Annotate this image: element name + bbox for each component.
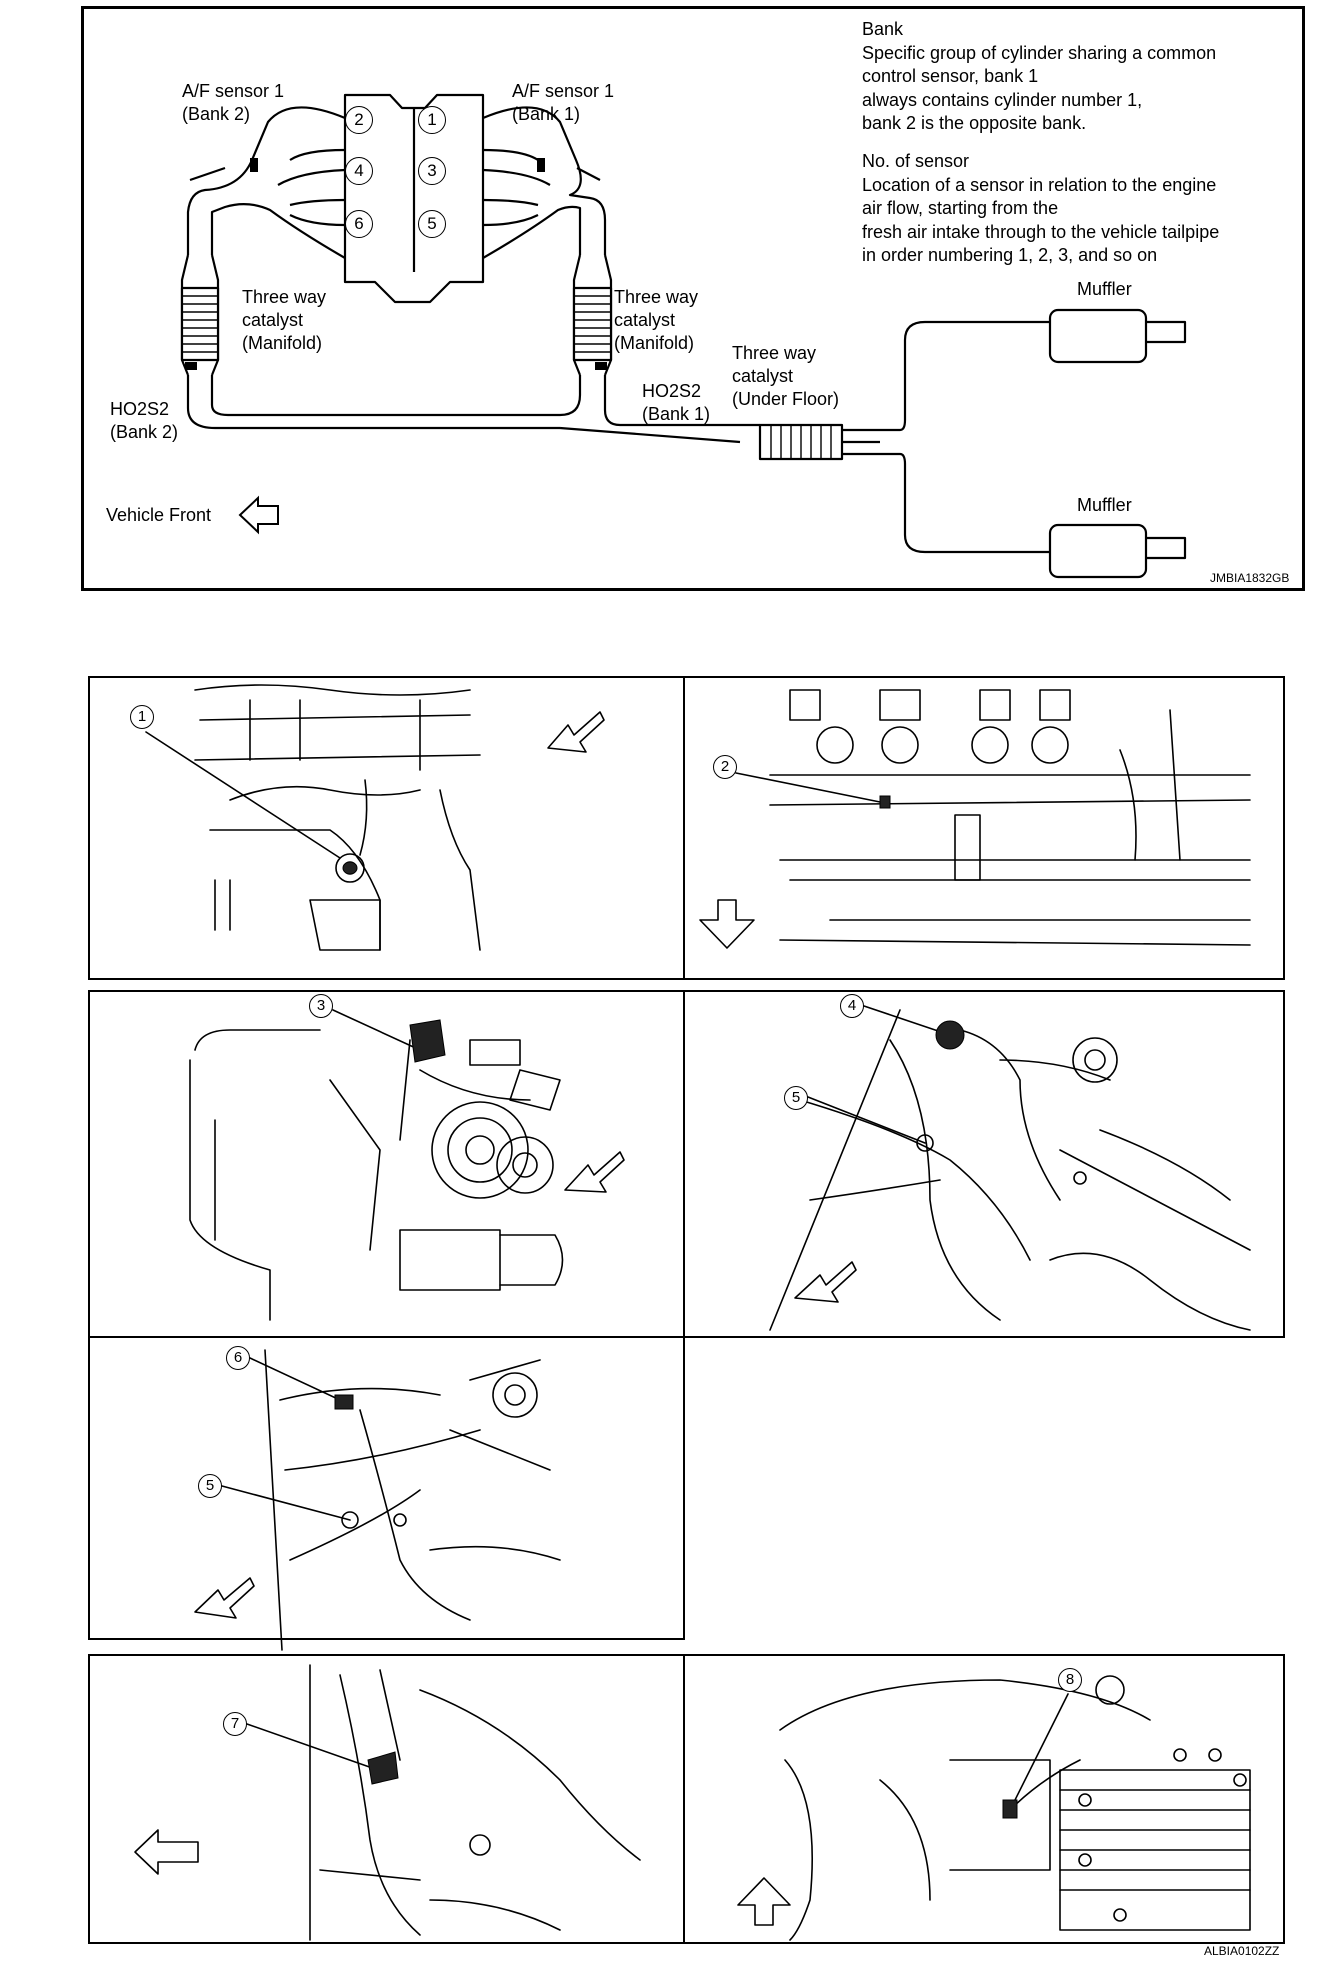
callout-8: 8: [1058, 1668, 1082, 1692]
sensor-note-title: No. of sensor: [862, 151, 970, 171]
photo-panels-code: ALBIA0102ZZ: [1204, 1944, 1280, 1958]
cylinder-number: 2: [345, 106, 373, 134]
callout-1: 1: [130, 705, 154, 729]
callout-3: 3: [309, 994, 333, 1018]
photo-panel-3: [88, 990, 685, 1338]
muffler-bottom-label: Muffler: [1077, 495, 1132, 515]
vehicle-front-label: Vehicle Front: [106, 505, 212, 525]
cylinder-number: 3: [418, 157, 446, 185]
callout-5: 5: [784, 1086, 808, 1110]
diagram-code: JMBIA1832GB: [1210, 571, 1290, 585]
twc-manifold-left-label: Three way catalyst (Manifold): [242, 287, 327, 353]
photo-panel-5: [88, 1336, 685, 1640]
callout-4: 4: [840, 994, 864, 1018]
bank-note: Bank Specific group of cylinder sharing …: [862, 19, 1217, 133]
vehicle-front-arrow-icon: [238, 495, 279, 535]
exhaust-diagram-drawing: [180, 93, 1187, 579]
ho2s2-bank1-label: HO2S2 (Bank 1): [642, 381, 711, 424]
cylinder-number: 1: [418, 106, 446, 134]
exhaust-diagram: [81, 6, 1305, 591]
muffler-top-label: Muffler: [1077, 279, 1132, 299]
photo-panel-2: [683, 676, 1285, 980]
photo-panel-4: [683, 990, 1285, 1338]
af-sensor-bank2-label: A/F sensor 1 (Bank 2): [182, 81, 285, 124]
ho2s2-bank2-label: HO2S2 (Bank 2): [110, 399, 179, 442]
callout-5b: 5: [198, 1474, 222, 1498]
af-sensor-bank1-label: A/F sensor 1 (Bank 1): [512, 81, 615, 124]
photo-panel-7: [683, 1654, 1285, 1944]
bank-note-title: Bank: [862, 19, 904, 39]
twc-under-floor-label: Three way catalyst (Under Floor): [732, 343, 840, 409]
cylinder-number: 4: [345, 157, 373, 185]
sensor-number-note: No. of sensor Location of a sensor in re…: [862, 151, 1220, 265]
callout-6: 6: [226, 1346, 250, 1370]
twc-manifold-right-label: Three way catalyst (Manifold): [614, 287, 699, 353]
cylinder-number: 5: [418, 210, 446, 238]
callout-2: 2: [713, 755, 737, 779]
callout-7: 7: [223, 1712, 247, 1736]
cylinder-number: 6: [345, 210, 373, 238]
